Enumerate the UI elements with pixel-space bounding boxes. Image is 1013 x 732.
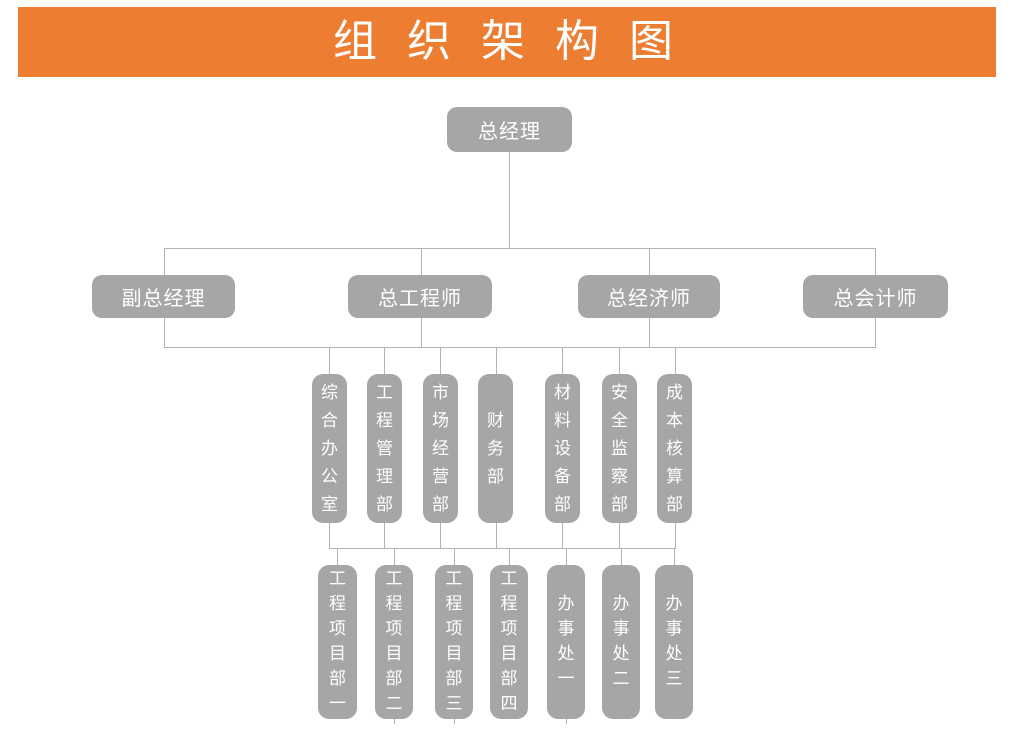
page-title: 组 织 架 构 图 — [333, 16, 681, 67]
node-label: 综合办公室 — [321, 382, 338, 515]
connector-line — [875, 248, 876, 275]
node-label: 工程项目部四 — [500, 569, 518, 714]
connector-line — [164, 248, 165, 275]
node-engineering-management-dept: 工程管理部 — [367, 374, 402, 523]
node-project-dept-2: 工程项目部二 — [375, 565, 413, 719]
connector-line — [875, 318, 876, 347]
node-chief-economist: 总经济师 — [578, 275, 720, 318]
connector-line — [394, 548, 395, 565]
node-general-manager: 总经理 — [447, 107, 572, 152]
node-chief-engineer: 总工程师 — [348, 275, 492, 318]
node-label: 办事处三 — [665, 594, 683, 689]
connector-line — [619, 347, 620, 374]
connector-line — [649, 248, 650, 275]
connector-line — [496, 347, 497, 374]
connector-line — [496, 523, 497, 548]
node-label: 办事处二 — [612, 594, 630, 689]
node-label: 财务部 — [487, 410, 504, 487]
connector-line — [454, 548, 455, 565]
node-market-operation-dept: 市场经营部 — [423, 374, 458, 523]
connector-line — [384, 347, 385, 374]
connector-line — [421, 248, 422, 275]
connector-line — [329, 347, 330, 374]
node-label: 材料设备部 — [554, 382, 571, 515]
connector-line — [674, 548, 675, 565]
connector-line — [649, 318, 650, 347]
node-project-dept-3: 工程项目部三 — [435, 565, 473, 719]
title-banner: 组 织 架 构 图 — [18, 7, 996, 77]
node-label: 办事处一 — [557, 594, 575, 689]
connector-line — [337, 548, 338, 565]
node-label: 总经济师 — [607, 286, 691, 310]
connector-line — [562, 523, 563, 548]
node-materials-equipment-dept: 材料设备部 — [545, 374, 580, 523]
node-label: 成本核算部 — [666, 382, 683, 515]
node-office-3: 办事处三 — [655, 565, 693, 719]
connector-line — [509, 548, 510, 565]
connector-line — [454, 719, 455, 724]
connector-line — [164, 318, 165, 347]
connector-line — [164, 248, 876, 249]
connector-line — [621, 548, 622, 565]
connector-line — [675, 523, 676, 548]
node-label: 市场经营部 — [432, 382, 449, 515]
node-finance-dept: 财务部 — [478, 374, 513, 523]
node-deputy-general-manager: 副总经理 — [92, 275, 235, 318]
node-label: 总会计师 — [833, 286, 918, 310]
connector-line — [619, 523, 620, 548]
node-office-2: 办事处二 — [602, 565, 640, 719]
node-label: 工程管理部 — [376, 382, 393, 515]
connector-line — [329, 548, 676, 549]
connector-line — [566, 719, 567, 724]
node-label: 工程项目部二 — [385, 569, 403, 714]
connector-line — [675, 347, 676, 374]
connector-line — [509, 152, 510, 248]
connector-line — [384, 523, 385, 548]
connector-line — [164, 347, 876, 348]
node-label: 总工程师 — [378, 286, 462, 310]
connector-line — [421, 318, 422, 347]
connector-line — [329, 523, 330, 548]
node-label: 总经理 — [478, 119, 541, 143]
node-chief-accountant: 总会计师 — [803, 275, 948, 318]
node-office-1: 办事处一 — [547, 565, 585, 719]
connector-line — [440, 523, 441, 548]
node-project-dept-4: 工程项目部四 — [490, 565, 528, 719]
connector-line — [566, 548, 567, 565]
node-label: 工程项目部一 — [329, 569, 346, 714]
node-label: 安全监察部 — [611, 382, 628, 515]
node-safety-supervision-dept: 安全监察部 — [602, 374, 637, 523]
node-cost-accounting-dept: 成本核算部 — [657, 374, 692, 523]
connector-line — [394, 719, 395, 724]
node-label: 工程项目部三 — [445, 569, 463, 714]
connector-line — [562, 347, 563, 374]
node-general-office: 综合办公室 — [312, 374, 347, 523]
node-project-dept-1: 工程项目部一 — [318, 565, 357, 719]
node-label: 副总经理 — [121, 286, 206, 310]
connector-line — [440, 347, 441, 374]
